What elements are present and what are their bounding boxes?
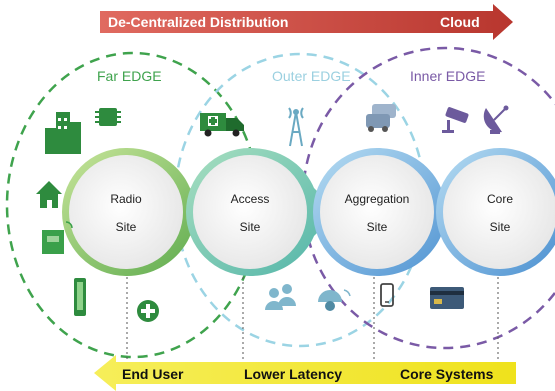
inner-edge-zone bbox=[301, 46, 555, 350]
cctv-camera-icon bbox=[442, 107, 469, 133]
bottom-arrow-label-core-systems: Core Systems bbox=[400, 366, 494, 382]
inner-edge-label: Inner EDGE bbox=[410, 68, 485, 84]
site-aggregation-line2: Site bbox=[367, 220, 388, 234]
bottom-arrow-body bbox=[94, 355, 516, 391]
top-arrow: De-Centralized Distribution Cloud bbox=[100, 4, 513, 40]
site-core-disc bbox=[443, 155, 555, 269]
site-radio-line1: Radio bbox=[110, 192, 142, 206]
site-aggregation: Aggregation Site bbox=[313, 148, 465, 276]
smart-meter-icon bbox=[42, 221, 73, 254]
bottom-arrow-label-lower-latency: Lower Latency bbox=[244, 366, 342, 382]
site-access-line1: Access bbox=[231, 192, 270, 206]
site-access-disc bbox=[193, 155, 307, 269]
site-access: Access Site bbox=[186, 148, 338, 276]
payment-card-icon bbox=[430, 287, 464, 309]
site-core: Core Site bbox=[436, 148, 555, 276]
microchip-icon bbox=[95, 108, 121, 126]
site-aggregation-line1: Aggregation bbox=[345, 192, 410, 206]
site-radio-disc bbox=[69, 155, 183, 269]
bottom-arrow: End User Lower Latency Core Systems bbox=[94, 355, 516, 391]
outer-edge-label: Outer EDGE bbox=[272, 68, 351, 84]
ambulance-icon bbox=[200, 113, 244, 137]
satellite-dish-icon bbox=[483, 105, 509, 134]
top-arrow-body bbox=[100, 4, 513, 40]
site-radio: Radio Site bbox=[62, 148, 214, 276]
far-edge-label: Far EDGE bbox=[97, 68, 162, 84]
site-aggregation-disc bbox=[320, 155, 434, 269]
smartphone-icon bbox=[380, 283, 394, 307]
site-access-line2: Site bbox=[240, 220, 261, 234]
site-core-line2: Site bbox=[490, 220, 511, 234]
users-icon bbox=[265, 284, 296, 310]
drop-lines bbox=[126, 272, 499, 362]
bottom-arrow-label-end-user: End User bbox=[122, 366, 184, 382]
top-arrow-left-label: De-Centralized Distribution bbox=[108, 14, 288, 30]
cell-tower-icon bbox=[288, 107, 304, 147]
medical-cross-icon bbox=[137, 300, 159, 322]
site-radio-line2: Site bbox=[116, 220, 137, 234]
vehicles-icon bbox=[366, 104, 396, 132]
office-buildings-icon bbox=[45, 112, 81, 154]
top-arrow-right-label: Cloud bbox=[440, 14, 480, 30]
site-core-line1: Core bbox=[487, 192, 513, 206]
tablet-icon bbox=[74, 278, 86, 316]
home-icon bbox=[36, 181, 62, 208]
security-camera-icon bbox=[318, 289, 351, 311]
